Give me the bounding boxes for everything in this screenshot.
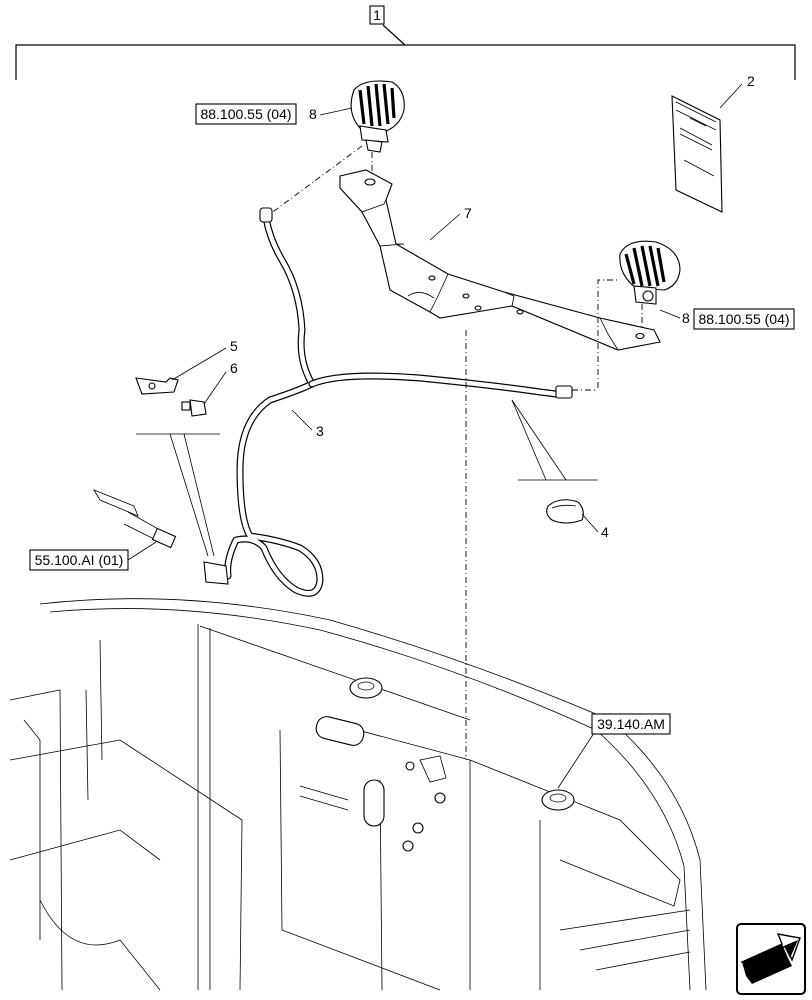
ref-box-lamp-right[interactable]: 88.100.55 (04) <box>693 308 795 330</box>
callout-7: 7 <box>464 205 472 221</box>
ref-box-connector[interactable]: 55.100.AI (01) <box>29 549 129 571</box>
mounting-bar[interactable] <box>339 169 661 351</box>
ref-lamp-left-label: 88.100.55 (04) <box>200 106 291 122</box>
break-marker-left <box>136 433 220 557</box>
callout-8-right: 8 <box>682 310 690 326</box>
callout-5: 5 <box>230 338 238 354</box>
callout-6: 6 <box>230 360 238 376</box>
assembly-ref-box[interactable]: 1 <box>369 5 385 25</box>
ref-lamp-right-label: 88.100.55 (04) <box>698 311 789 327</box>
ref-box-lamp-left[interactable]: 88.100.55 (04) <box>195 103 297 125</box>
callout-3: 3 <box>316 423 324 439</box>
callout-4: 4 <box>601 524 609 540</box>
frame-cutouts <box>299 677 575 852</box>
assembly-ref-number: 1 <box>373 7 381 23</box>
work-lamp-left[interactable] <box>350 80 405 153</box>
manual-booklet[interactable] <box>671 95 723 213</box>
wire-harness[interactable] <box>203 207 573 597</box>
ref-connector-label: 55.100.AI (01) <box>35 552 124 568</box>
callout-2: 2 <box>747 73 755 89</box>
next-page-arrow-icon[interactable] <box>736 923 806 995</box>
break-marker-right <box>511 399 598 481</box>
existing-cable <box>93 489 177 549</box>
grommet[interactable] <box>546 499 584 524</box>
ref-box-frame[interactable]: 39.140.AM <box>591 713 671 735</box>
ref-frame-label: 39.140.AM <box>597 716 665 732</box>
clip-bracket[interactable] <box>135 377 179 395</box>
assembly-bracket <box>15 24 796 80</box>
work-lamp-right[interactable] <box>619 240 681 305</box>
hex-bolt[interactable] <box>181 399 207 417</box>
callout-8-left: 8 <box>309 106 317 122</box>
cab-frame[interactable] <box>9 598 707 991</box>
